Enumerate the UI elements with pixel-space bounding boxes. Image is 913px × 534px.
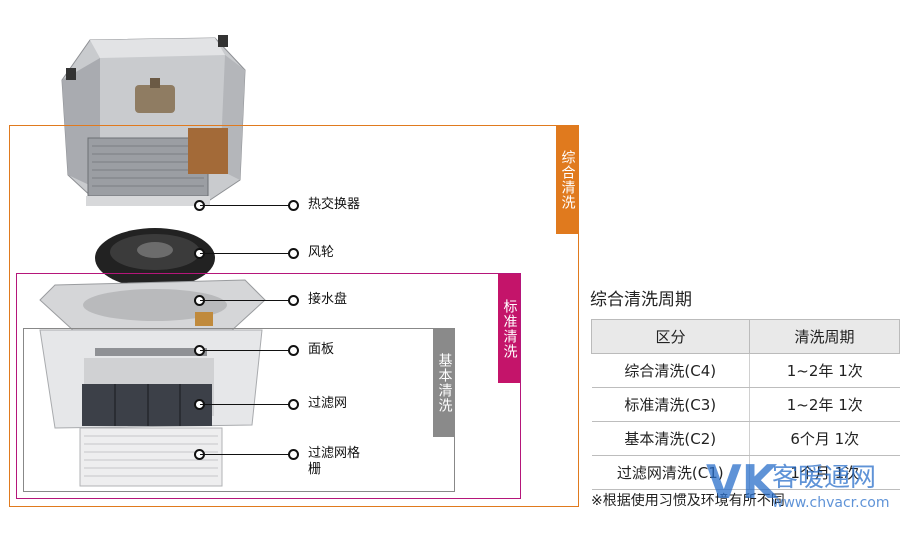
header-category: 区分 <box>592 320 750 354</box>
cleaning-cycle-title: 综合清洗周期 <box>590 285 692 310</box>
row-category: 综合清洗(C4) <box>592 354 750 388</box>
basic-cleaning-tag: 基本清洗 <box>433 329 455 437</box>
comprehensive-cleaning-tag: 综合清洗 <box>556 126 578 234</box>
row-cycle: 6个月 1次 <box>750 422 900 456</box>
callout-label: 面板 <box>308 342 334 358</box>
callout-label: 接水盘 <box>308 292 347 308</box>
callout-label: 风轮 <box>308 245 334 261</box>
table-row: 综合清洗(C4) 1~2年 1次 <box>592 354 900 388</box>
row-category: 过滤网清洗(C1) <box>592 456 750 490</box>
callout-label: 过滤网 <box>308 396 347 412</box>
table-row: 过滤网清洗(C1) 1个月 1次 <box>592 456 900 490</box>
row-category: 基本清洗(C2) <box>592 422 750 456</box>
row-cycle: 1个月 1次 <box>750 456 900 490</box>
header-cycle: 清洗周期 <box>750 320 900 354</box>
callout-label: 热交换器 <box>308 197 360 213</box>
table-row: 标准清洗(C3) 1~2年 1次 <box>592 388 900 422</box>
row-cycle: 1~2年 1次 <box>750 388 900 422</box>
cleaning-cycle-table: 区分 清洗周期 综合清洗(C4) 1~2年 1次 标准清洗(C3) 1~2年 1… <box>591 319 900 490</box>
usage-note: ※根据使用习惯及环境有所不同 <box>591 490 785 510</box>
row-cycle: 1~2年 1次 <box>750 354 900 388</box>
table-header-row: 区分 清洗周期 <box>592 320 900 354</box>
table-row: 基本清洗(C2) 6个月 1次 <box>592 422 900 456</box>
callout-label: 过滤网格栅 <box>308 446 368 478</box>
row-category: 标准清洗(C3) <box>592 388 750 422</box>
standard-cleaning-tag: 标准清洗 <box>498 274 520 383</box>
basic-cleaning-frame <box>23 328 455 492</box>
